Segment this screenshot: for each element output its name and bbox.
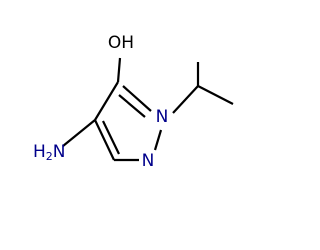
bond-n1-isopropyl — [172, 85, 199, 114]
bond-n1-c5-double — [118, 94, 146, 118]
bond-n2-n1 — [153, 129, 163, 151]
bond-isopropyl-methyl-right — [197, 85, 234, 105]
bond-c5-oh — [116, 57, 122, 83]
bond-c4-c3 — [94, 119, 115, 161]
bond-c4-nh2 — [62, 119, 96, 147]
molecule-structure-diagram: OH H2N N N — [33, 33, 234, 171]
hydroxyl-label: OH — [108, 33, 134, 53]
ring-nitrogen-1-label: N — [156, 107, 169, 127]
bond-c4-c3-double — [102, 120, 120, 155]
bond-c5-c4 — [94, 81, 119, 121]
amino-h: H — [33, 142, 46, 162]
bond-n1-c5 — [122, 85, 152, 112]
amino-label: H2N — [33, 142, 66, 163]
amino-subscript: 2 — [46, 150, 53, 163]
ring-nitrogen-2-label: N — [142, 151, 155, 171]
amino-n: N — [53, 142, 66, 162]
